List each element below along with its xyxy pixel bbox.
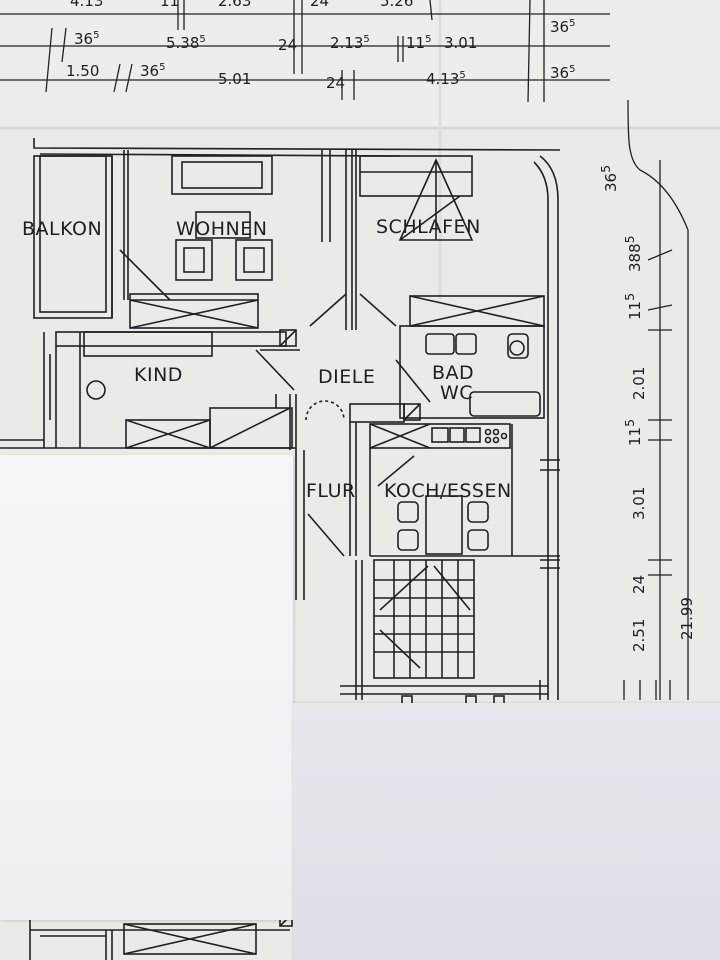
dim-top-4: 24 [310, 0, 330, 10]
walls [0, 138, 561, 960]
room-label-flur: FLUR [306, 480, 356, 502]
room-label-schlafen: SCHLAFEN [376, 216, 481, 238]
dim-right-col-1: 365 [550, 18, 576, 36]
dim-row2-d: 2.135 [330, 34, 370, 52]
room-label-bad: BAD [432, 362, 475, 384]
side-dim-5: 115 [622, 418, 644, 446]
room-label-balkon: BALKON [22, 218, 103, 240]
dim-row2-f: 3.01 [444, 34, 478, 52]
dim-row3-c: 5.01 [218, 70, 252, 88]
room-label-diele: DIELE [318, 366, 376, 388]
dim-row2-e: 115 [406, 34, 432, 52]
side-dim-2: 3885 [622, 235, 644, 272]
dimension-lines-top [0, 0, 610, 103]
side-dimension-chain [623, 99, 689, 700]
side-dim-4: 2.01 [630, 366, 648, 400]
side-dim-3: 115 [622, 292, 644, 320]
schlafen-bed [398, 158, 474, 241]
room-label-kind: KIND [134, 364, 183, 386]
dim-row3-a: 1.50 [66, 62, 100, 80]
blank-paper-sheet-right [293, 703, 720, 960]
dim-row2-a: 365 [74, 30, 100, 48]
room-label-wc: WC [440, 382, 474, 404]
dim-row2-c: 24 [278, 36, 298, 54]
kind-furniture [86, 380, 106, 400]
dim-row3-e: 4.135 [426, 70, 466, 88]
dim-row3-b: 365 [140, 62, 166, 80]
room-label-wohnen: WOHNEN [176, 218, 268, 240]
side-dim-total: 21.99 [678, 597, 696, 640]
dim-row2-b: 5.385 [166, 34, 206, 52]
blank-paper-sheet-left [0, 455, 293, 920]
wohnen-furniture [171, 155, 273, 281]
side-dim-6: 3.01 [630, 486, 648, 520]
dim-top-3: 2.63 [218, 0, 252, 10]
dim-row3-d: 24 [326, 74, 346, 92]
side-dim-8: 24 [630, 574, 648, 594]
dim-right-col-2: 365 [550, 64, 576, 82]
dim-top-2: 11 [160, 0, 180, 10]
side-dim-1: 365 [598, 164, 620, 192]
dim-top-1: 4.13 [70, 0, 104, 10]
room-label-kochen-essen: KOCH/ESSEN [384, 480, 512, 502]
side-dim-7: 2.51 [630, 618, 648, 652]
dim-top-5: 5.26 [380, 0, 414, 10]
